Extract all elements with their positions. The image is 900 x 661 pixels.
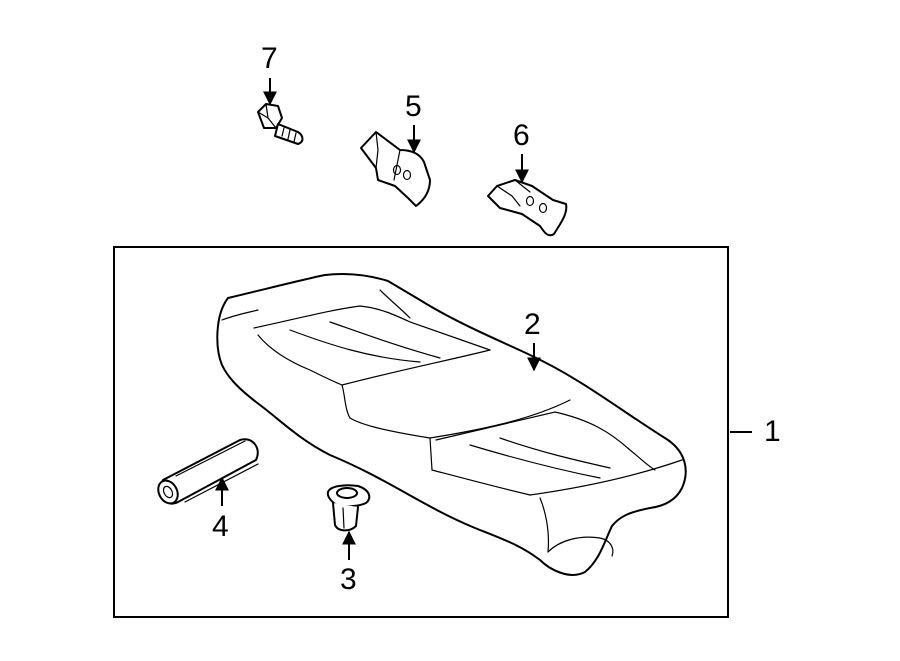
retainer-clip <box>326 484 371 532</box>
callout-3: 3 <box>340 563 357 596</box>
callout-2: 2 <box>524 308 541 341</box>
seat-cushion <box>216 272 687 576</box>
callout-4: 4 <box>212 510 229 543</box>
bracket-right <box>487 179 568 237</box>
bracket-left <box>360 131 431 207</box>
sleeve <box>157 438 259 505</box>
assembly-frame <box>113 246 729 618</box>
callout-6: 6 <box>513 119 530 152</box>
bolt <box>257 103 304 145</box>
callout-7: 7 <box>261 42 278 75</box>
callout-1: 1 <box>764 415 781 448</box>
callout-5: 5 <box>405 90 422 123</box>
